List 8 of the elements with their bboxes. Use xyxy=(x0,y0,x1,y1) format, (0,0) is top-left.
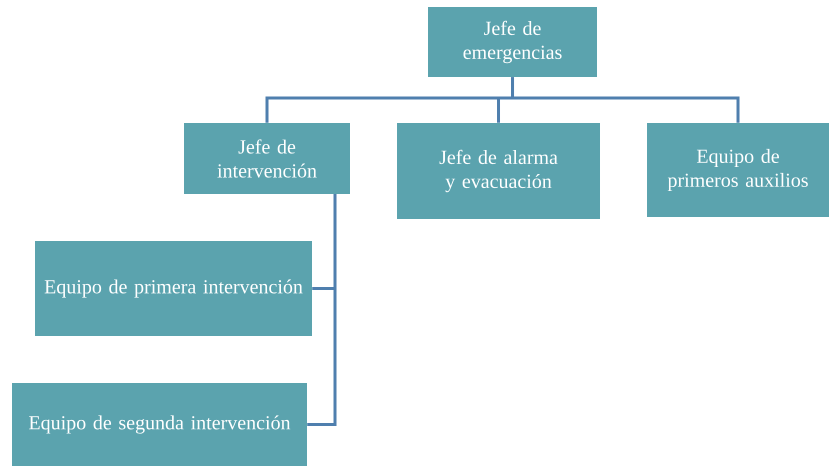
connector-line xyxy=(511,77,740,123)
org-box: Equipo de segunda intervención xyxy=(12,383,307,466)
org-box: Jefe de emergencias xyxy=(428,7,597,77)
connector-line xyxy=(307,194,336,426)
org-box: Jefe de intervención xyxy=(184,123,350,194)
org-box: Equipo de primeros auxilios xyxy=(647,123,829,217)
org-box: Jefe de alarma y evacuación xyxy=(397,123,600,219)
org-box: Equipo de primera intervención xyxy=(35,241,312,336)
